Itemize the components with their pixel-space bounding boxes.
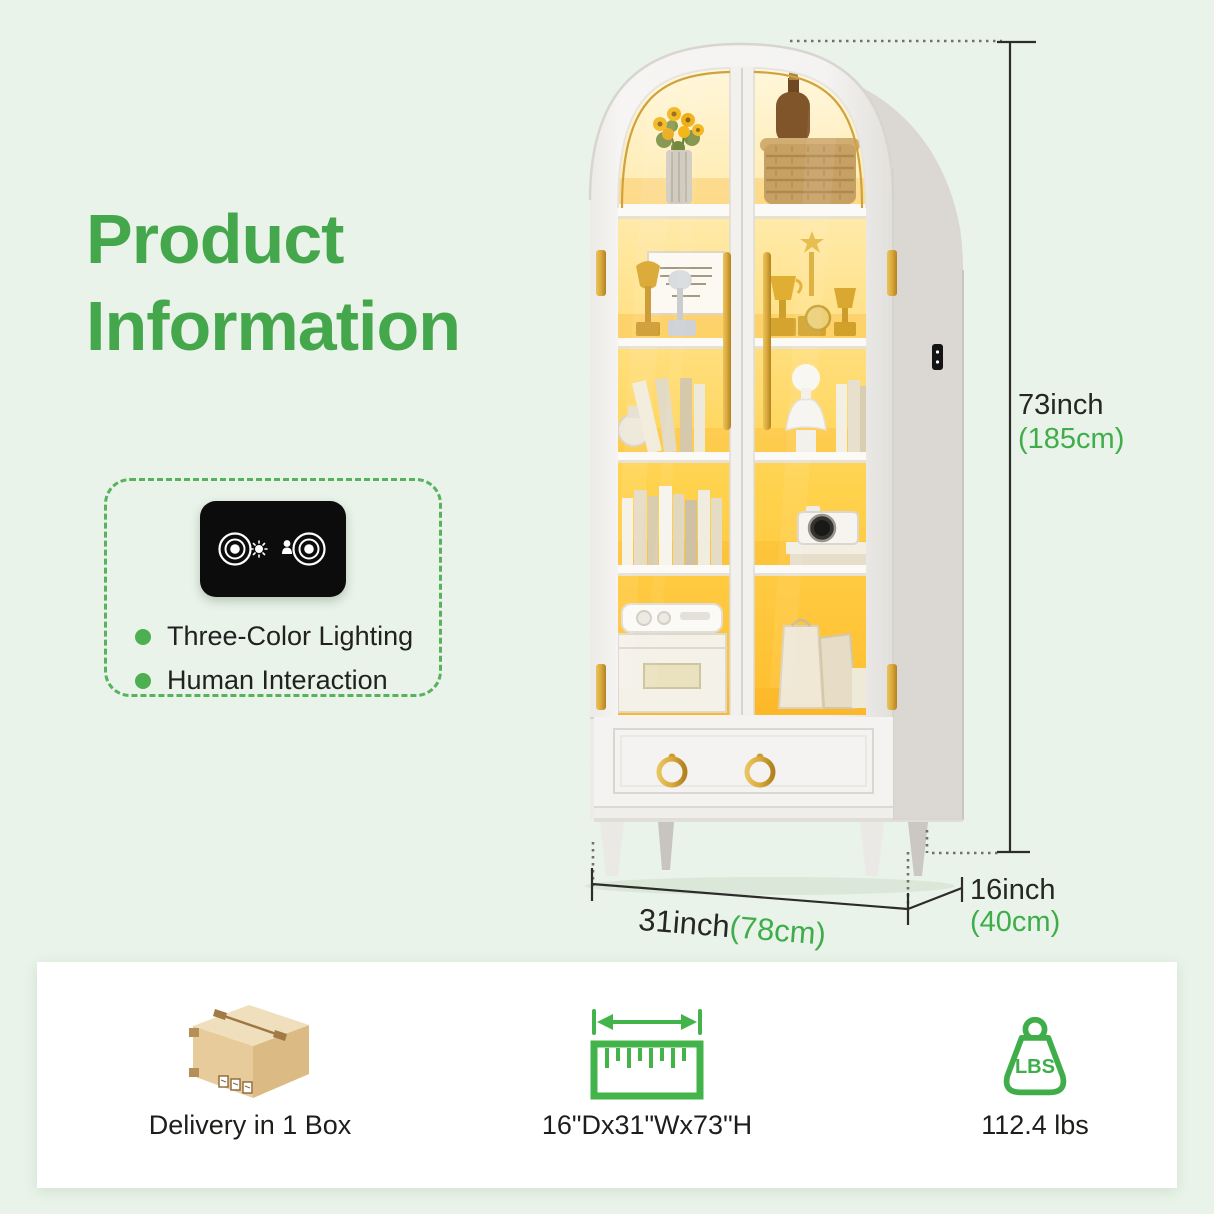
books-bust-decor (618, 364, 866, 454)
drawer-ring-pull (744, 756, 776, 788)
door-handles (723, 252, 771, 430)
feature-item: Three-Color Lighting (135, 621, 413, 652)
feature-item: Human Interaction (135, 665, 388, 696)
depth-inch: 16inch (970, 874, 1056, 906)
height-dimension-label: 73inch (185cm) (1018, 388, 1124, 456)
human-sensor-button-icon (292, 532, 326, 566)
cabinet-shadow (585, 877, 955, 895)
spec-weight: LBS 112.4 lbs (915, 988, 1155, 1141)
cabinet-product-image (585, 42, 964, 895)
width-cm: (78cm) (728, 909, 828, 952)
page-title-line1: Product (86, 200, 344, 278)
cabinet-drawer (594, 717, 963, 822)
depth-cm: (40cm) (970, 906, 1061, 938)
storage-decor (618, 603, 866, 713)
glass-reflections (618, 88, 840, 688)
flowers-decor (653, 107, 704, 204)
drawer-ring-pull (656, 756, 688, 788)
bullet-icon (135, 672, 151, 689)
human-sensor-icon (282, 540, 292, 554)
page-title: Product Information (86, 196, 461, 370)
feature-card: Three-Color Lighting Human Interaction (104, 478, 442, 697)
lbs-badge: LBS (1015, 1056, 1055, 1078)
page-title-line2: Information (86, 287, 461, 365)
spec-delivery-label: Delivery in 1 Box (148, 1110, 352, 1140)
remote-control-panel (200, 501, 346, 597)
depth-dimension-label: 16inch (40cm) (970, 874, 1060, 938)
spec-dimensions-label: 16"Dx31"Wx73"H (541, 1110, 753, 1140)
height-inch: 73inch (1018, 389, 1104, 421)
sun-icon (250, 540, 268, 558)
cabinet-side-panel (760, 64, 964, 820)
height-cm: (185cm) (1018, 423, 1125, 455)
ruler-icon (590, 1009, 704, 1100)
weight-lbs-icon: LBS (1003, 1016, 1067, 1096)
light-mode-button-icon (218, 532, 252, 566)
trophies-decor (636, 231, 856, 336)
feature-item-label: Three-Color Lighting (167, 621, 414, 651)
touch-sensor (932, 344, 943, 370)
spec-dimensions: 16"Dx31"Wx73"H (477, 988, 817, 1141)
basket-decor (760, 72, 860, 204)
books-camera-decor (622, 486, 866, 565)
spec-weight-label: 112.4 lbs (981, 1110, 1089, 1140)
width-inch: 31inch (637, 902, 732, 945)
feature-item-label: Human Interaction (167, 665, 388, 695)
door-hinges (596, 250, 897, 710)
bullet-icon (135, 628, 151, 645)
package-box-icon (189, 1005, 309, 1098)
cabinet-legs (600, 822, 928, 876)
spec-delivery: Delivery in 1 Box (100, 988, 400, 1141)
cabinet-shelf-contents (618, 72, 866, 715)
